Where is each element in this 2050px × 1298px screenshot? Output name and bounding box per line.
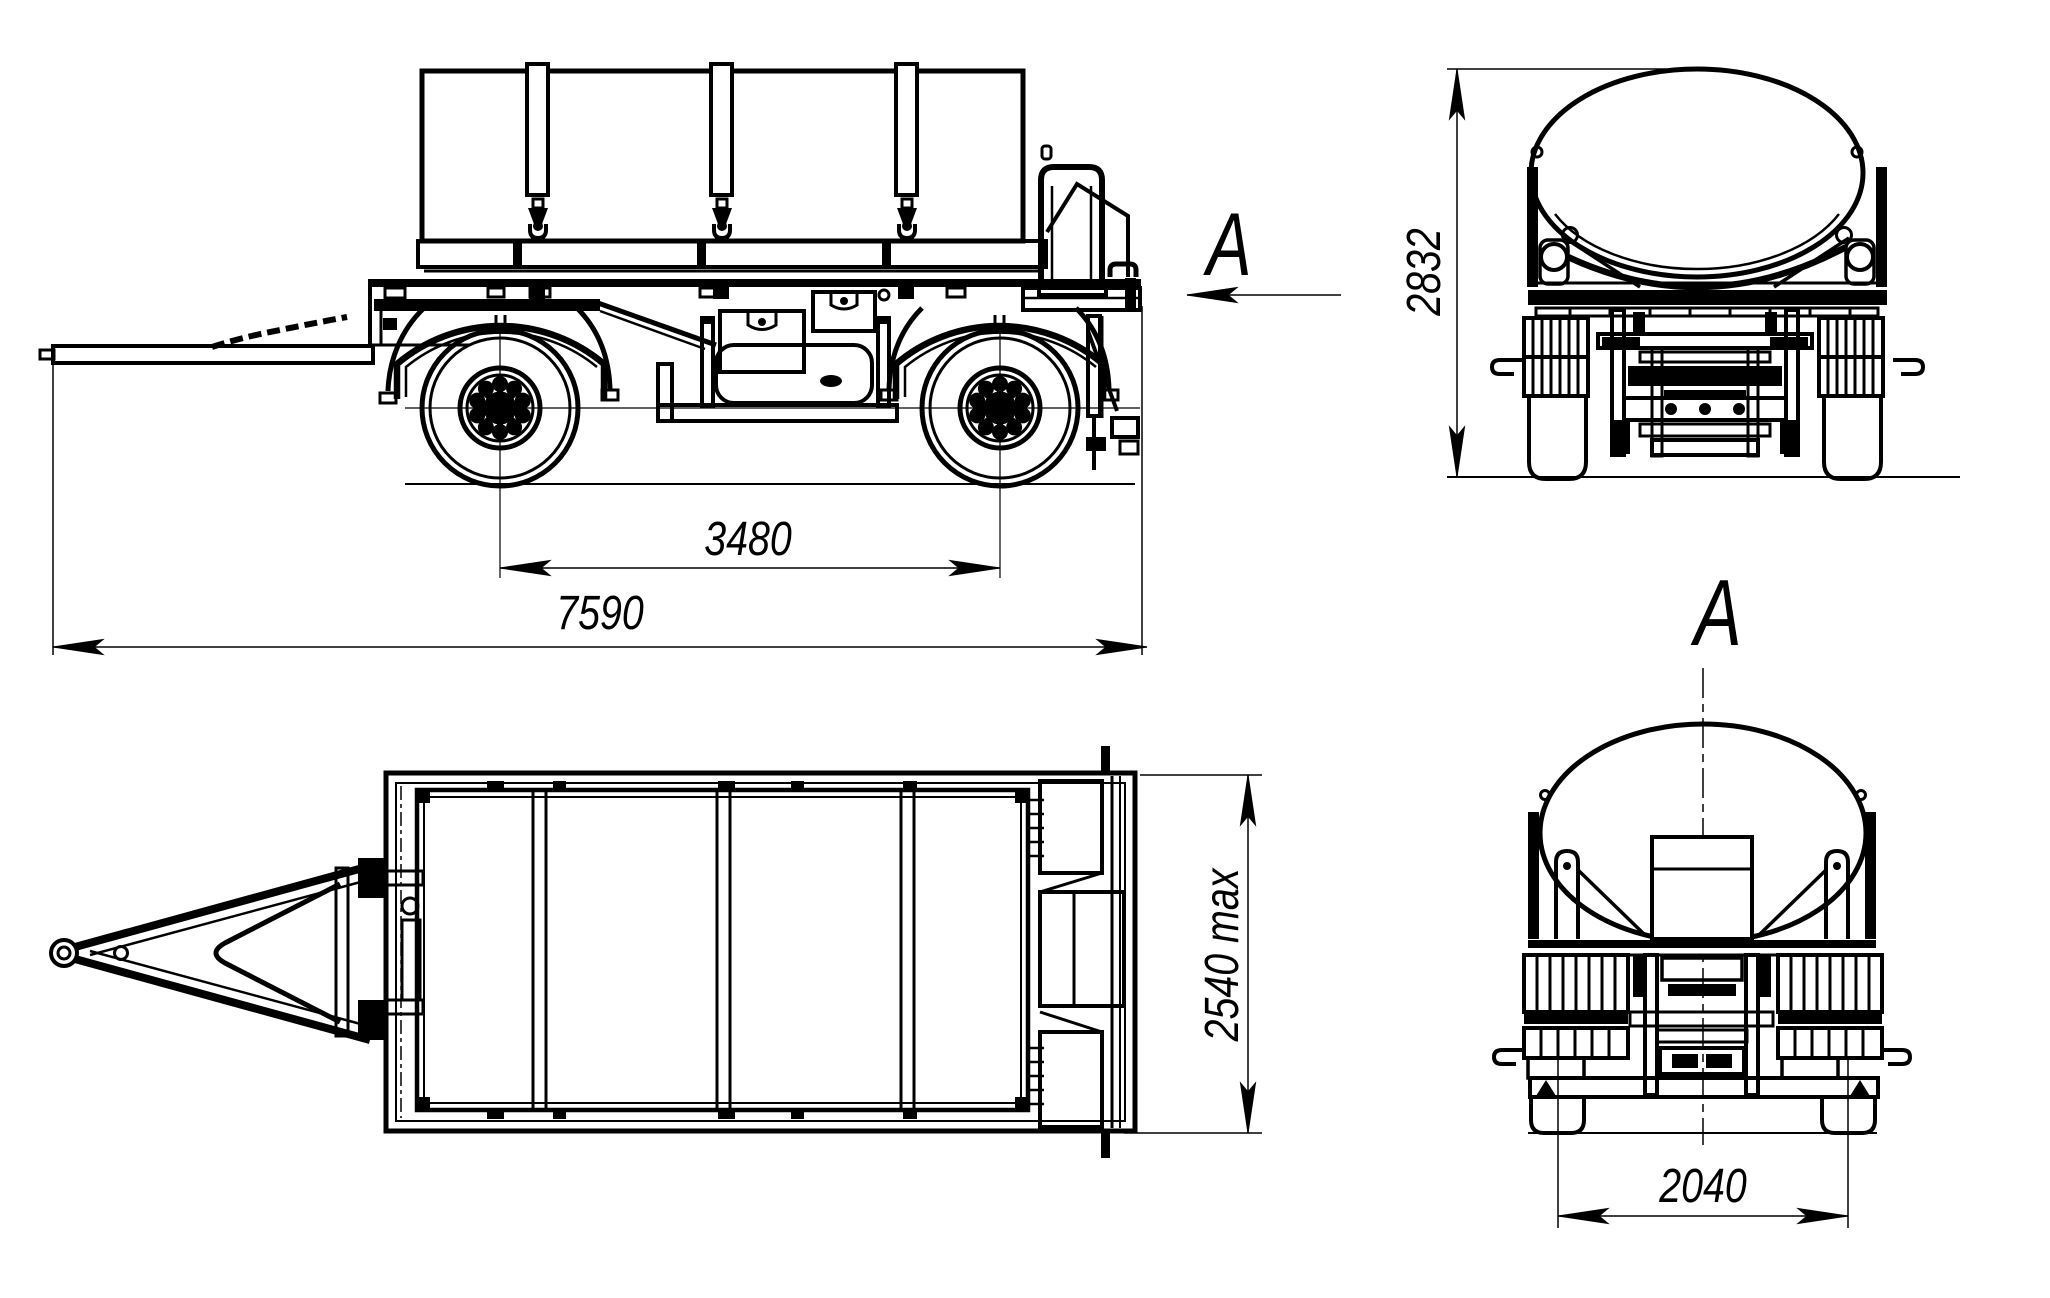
svg-text:A: A: [1203, 194, 1252, 294]
svg-text:7590: 7590: [556, 586, 644, 640]
svg-text:3480: 3480: [704, 512, 792, 566]
svg-text:2540 max: 2540 max: [1195, 867, 1249, 1043]
svg-text:2040: 2040: [1658, 1159, 1747, 1213]
svg-text:A: A: [1690, 559, 1742, 665]
svg-text:2832: 2832: [1397, 228, 1451, 316]
